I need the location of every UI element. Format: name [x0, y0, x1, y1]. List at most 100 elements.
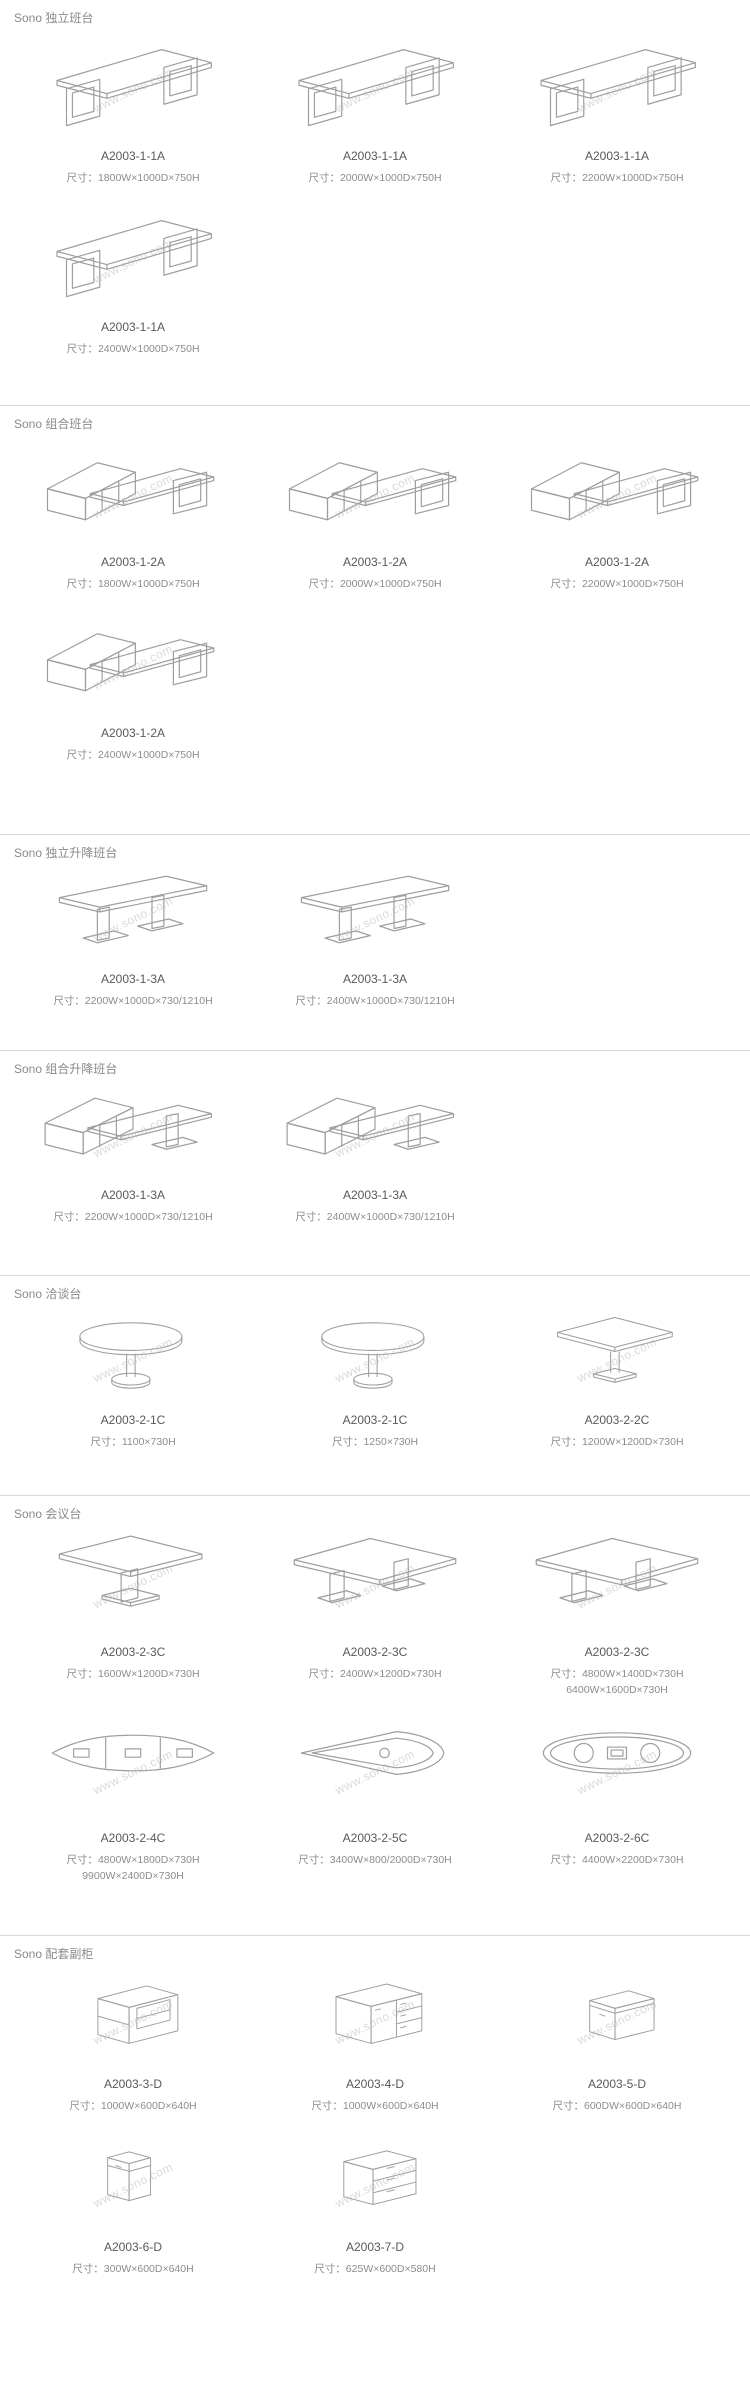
product-illustration: www.sono.com: [496, 440, 738, 552]
product-illustration: www.sono.com: [254, 2133, 496, 2237]
product-size: 尺寸：2200W×1000D×750H: [550, 172, 684, 184]
product-model: A2003-1-3A: [100, 1188, 166, 1202]
product-illustration: www.sono.com: [496, 1530, 738, 1642]
product-item: www.sono.com A2003-1-1A 尺寸：2400W×1000D×7…: [12, 199, 254, 356]
square-table-icon: [532, 1310, 702, 1410]
product-model: A2003-1-1A: [100, 320, 166, 334]
product-size: 尺寸：2200W×1000D×730/1210H: [53, 1211, 213, 1223]
product-item: www.sono.com A2003-2-3C 尺寸：1600W×1200D×7…: [12, 1524, 254, 1696]
conference-table-icon: [38, 1530, 228, 1642]
product-size: 尺寸：2000W×1000D×750H: [308, 578, 442, 590]
product-illustration: www.sono.com: [12, 611, 254, 723]
product-illustration: www.sono.com: [12, 1716, 254, 1828]
product-item: www.sono.com A2003-1-1A 尺寸：1800W×1000D×7…: [12, 28, 254, 185]
product-size: 尺寸：4400W×2200D×730H: [550, 1854, 684, 1866]
product-model: A2003-3-D: [103, 2077, 163, 2091]
product-model: A2003-2-3C: [342, 1645, 408, 1659]
product-model: A2003-1-2A: [342, 555, 408, 569]
product-illustration: www.sono.com: [12, 205, 254, 317]
product-grid: www.sono.com A2003-2-1C 尺寸：1100×730H www…: [12, 1304, 738, 1449]
product-illustration: www.sono.com: [12, 1085, 254, 1185]
product-item: www.sono.com A2003-2-4C 尺寸：4800W×1800D×7…: [12, 1710, 254, 1882]
product-item: www.sono.com A2003-4-D 尺寸：1000W×600D×640…: [254, 1964, 496, 2113]
product-size: 尺寸：1250×730H: [331, 1436, 419, 1448]
product-illustration: www.sono.com: [254, 1085, 496, 1185]
product-illustration: www.sono.com: [12, 34, 254, 146]
standalone-desk-icon: [280, 34, 470, 146]
product-size: 尺寸：1600W×1200D×730H: [66, 1668, 200, 1680]
product-size: 尺寸：2200W×1000D×750H: [550, 578, 684, 590]
product-model: A2003-1-2A: [100, 555, 166, 569]
product-grid: www.sono.com A2003-1-2A 尺寸：1800W×1000D×7…: [12, 434, 738, 762]
product-size: 尺寸：2400W×1000D×730/1210H: [295, 1211, 455, 1223]
product-model: A2003-1-2A: [584, 555, 650, 569]
product-model: A2003-1-1A: [100, 149, 166, 163]
product-size: 尺寸：1800W×1000D×750H: [66, 578, 200, 590]
product-item: www.sono.com A2003-5-D 尺寸：600DW×600D×640…: [496, 1964, 738, 2113]
product-grid: www.sono.com A2003-1-1A 尺寸：1800W×1000D×7…: [12, 28, 738, 356]
section-standalone-desk: Sono 独立班台 www.sono.com A2003-1-1A 尺寸：180…: [0, 0, 750, 405]
product-item: www.sono.com A2003-2-3C 尺寸：2400W×1200D×7…: [254, 1524, 496, 1696]
product-illustration: www.sono.com: [12, 1530, 254, 1642]
product-size: 尺寸：4800W×1400D×730H: [550, 1668, 684, 1680]
product-illustration: www.sono.com: [254, 440, 496, 552]
product-illustration: www.sono.com: [12, 440, 254, 552]
product-illustration: www.sono.com: [254, 1530, 496, 1642]
product-item: www.sono.com A2003-1-2A 尺寸：2000W×1000D×7…: [254, 434, 496, 591]
product-item: www.sono.com A2003-2-3C 尺寸：4800W×1400D×7…: [496, 1524, 738, 1696]
product-illustration: www.sono.com: [12, 1970, 254, 2074]
product-size: 尺寸：1800W×1000D×750H: [66, 172, 200, 184]
combination-lift-desk-icon: [38, 1085, 228, 1185]
product-model: A2003-2-4C: [100, 1831, 166, 1845]
section-combination-desk: Sono 组合班台 www.sono.com A2003-1-2A 尺寸：180…: [0, 405, 750, 834]
product-model: A2003-4-D: [345, 2077, 405, 2091]
product-model: A2003-1-3A: [342, 1188, 408, 1202]
product-model: A2003-2-1C: [342, 1413, 408, 1427]
product-item: www.sono.com A2003-1-3A 尺寸：2200W×1000D×7…: [12, 863, 254, 1008]
lift-desk-icon: [280, 869, 470, 969]
section-negotiation-table: Sono 洽谈台 www.sono.com A2003-2-1C 尺寸：1100…: [0, 1275, 750, 1495]
product-grid: www.sono.com A2003-3-D 尺寸：1000W×600D×640…: [12, 1964, 738, 2276]
product-illustration: www.sono.com: [12, 2133, 254, 2237]
conference-table-icon: [280, 1530, 470, 1642]
three-drawer-cabinet-icon: [297, 2138, 453, 2232]
product-item: www.sono.com A2003-1-3A 尺寸：2400W×1000D×7…: [254, 1079, 496, 1224]
product-model: A2003-6-D: [103, 2240, 163, 2254]
product-item: www.sono.com A2003-2-2C 尺寸：1200W×1200D×7…: [496, 1304, 738, 1449]
round-table-icon: [290, 1310, 460, 1410]
product-size: 尺寸：300W×600D×640H: [72, 2263, 194, 2275]
product-size: 尺寸：1100×730H: [90, 1436, 176, 1448]
section-side-cabinet: Sono 配套副柜 www.sono.com A2003-3-D 尺寸：1000…: [0, 1935, 750, 2393]
standalone-desk-icon: [38, 34, 228, 146]
product-size: 尺寸：2400W×1000D×730/1210H: [295, 995, 455, 1007]
product-size: 尺寸：625W×600D×580H: [314, 2263, 436, 2275]
standalone-desk-icon: [522, 34, 712, 146]
product-item: www.sono.com A2003-1-1A 尺寸：2200W×1000D×7…: [496, 28, 738, 185]
section-title: Sono 配套副柜: [14, 1947, 94, 1961]
product-model: A2003-5-D: [587, 2077, 647, 2091]
product-model: A2003-1-1A: [584, 149, 650, 163]
product-size: 尺寸：2000W×1000D×750H: [308, 172, 442, 184]
conference-table-icon: [522, 1530, 712, 1642]
product-size: 尺寸：600DW×600D×640H: [552, 2100, 682, 2112]
product-size: 尺寸：2400W×1200D×730H: [308, 1668, 442, 1680]
l-shaped-desk-icon: [38, 611, 228, 723]
product-model: A2003-2-3C: [584, 1645, 650, 1659]
product-item: www.sono.com A2003-1-3A 尺寸：2400W×1000D×7…: [254, 863, 496, 1008]
section-combination-lift-desk: Sono 组合升降班台 www.sono.com A2003-1-3A 尺寸：2…: [0, 1050, 750, 1275]
l-shaped-desk-icon: [522, 440, 712, 552]
combination-lift-desk-icon: [280, 1085, 470, 1185]
product-item: www.sono.com A2003-2-1C 尺寸：1100×730H: [12, 1304, 254, 1449]
section-title: Sono 独立班台: [14, 11, 94, 25]
section-title: Sono 组合班台: [14, 417, 94, 431]
product-item: www.sono.com A2003-3-D 尺寸：1000W×600D×640…: [12, 1964, 254, 2113]
product-model: A2003-2-5C: [342, 1831, 408, 1845]
product-model: A2003-1-1A: [342, 149, 408, 163]
product-size: 尺寸：2400W×1000D×750H: [66, 343, 200, 355]
product-illustration: www.sono.com: [254, 1716, 496, 1828]
round-table-icon: [48, 1310, 218, 1410]
product-illustration: www.sono.com: [254, 1970, 496, 2074]
product-size: 尺寸：4800W×1800D×730H: [66, 1854, 200, 1866]
section-title: Sono 会议台: [14, 1507, 82, 1521]
